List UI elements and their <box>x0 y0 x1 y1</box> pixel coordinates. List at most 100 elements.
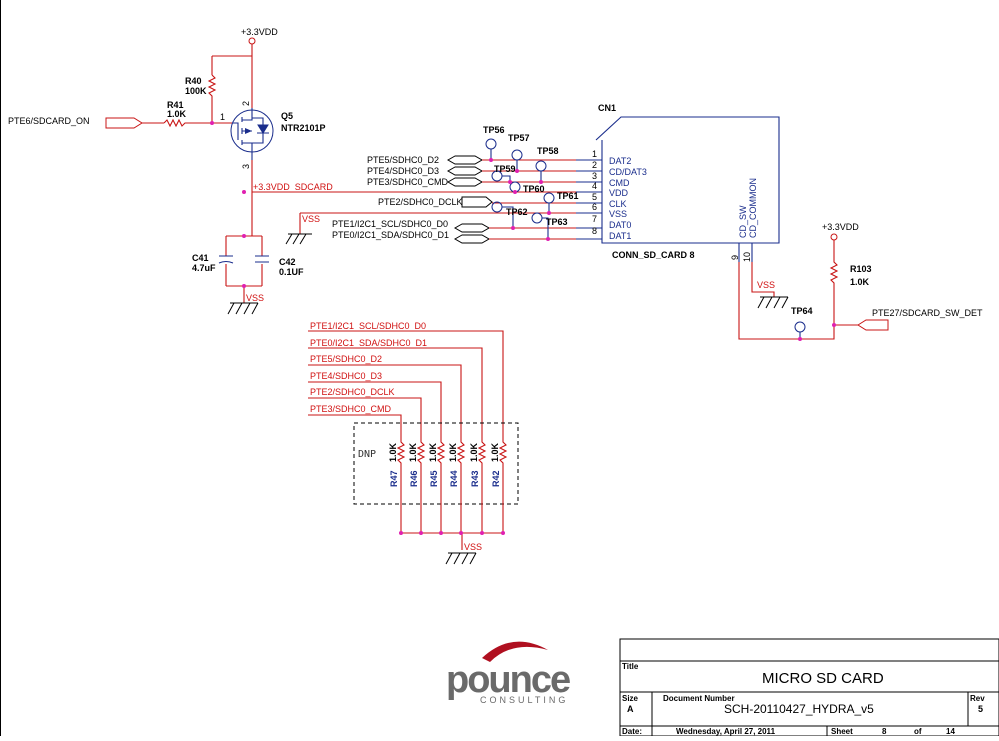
svg-text:R44: R44 <box>449 470 459 487</box>
svg-text:1.0K: 1.0K <box>428 442 438 462</box>
tp64-label: TP64 <box>791 306 813 316</box>
pte6-port <box>105 117 143 129</box>
svg-text:1.0K: 1.0K <box>408 442 418 462</box>
title-value: MICRO SD CARD <box>762 670 884 687</box>
connector-cn1: CN1 CONN_SD_CARD 8 1 2 3 4 5 6 7 8 DAT2 … <box>576 103 780 262</box>
size-value: A <box>627 704 634 714</box>
cn1-ref: CN1 <box>598 103 616 113</box>
ground-symbol <box>285 233 312 245</box>
svg-text:1: 1 <box>592 149 597 159</box>
date-label: Date: <box>622 727 642 736</box>
cn1-pin-numbers: 1 2 3 4 5 6 7 8 <box>592 149 597 236</box>
svg-text:CLK: CLK <box>609 199 627 209</box>
q5-value: NTR2101P <box>281 123 326 133</box>
vdd-top-label: +3.3VDD <box>241 27 278 37</box>
r40-ref: R40 <box>185 76 202 86</box>
svg-text:R43: R43 <box>470 470 480 487</box>
vdd-right-label: +3.3VDD <box>822 222 859 232</box>
dclk-port <box>461 196 493 208</box>
svg-text:8: 8 <box>592 226 597 236</box>
svg-text:1.0K: 1.0K <box>448 442 458 462</box>
vss-cd-label: VSS <box>757 280 775 290</box>
logo-sub: CONSULTING <box>480 695 568 705</box>
bus-label-d3: PTE4/SDHC0_D3 <box>310 371 382 381</box>
pte6-label: PTE6/SDCARD_ON <box>8 116 90 126</box>
size-label: Size <box>622 694 639 703</box>
pullup-bank: PTE1/I2C1_SCL/SDHC0_D0 PTE0/I2C1_SDA/SDH… <box>308 321 519 565</box>
pounce-logo: pounce CONSULTING <box>446 641 572 705</box>
docnum-value: SCH-20110427_HYDRA_v5 <box>724 702 874 716</box>
pullup-values: 1.0K 1.0K 1.0K 1.0K 1.0K 1.0K <box>388 442 500 462</box>
cn1-pin9: 9 <box>730 255 740 260</box>
left-net-d1: PTE0/I2C1_SDA/SDHC0_D1 <box>332 230 449 240</box>
tp57-label: TP57 <box>508 133 530 143</box>
tp58-label: TP58 <box>537 146 559 156</box>
cn1-side-stubs <box>738 243 753 262</box>
tp64-circle <box>794 321 806 333</box>
logo-swoosh <box>482 641 548 662</box>
cn1-body <box>595 116 780 244</box>
r103-value: 1.0K <box>850 277 870 287</box>
net-port <box>446 155 484 165</box>
junction <box>798 337 802 341</box>
tp63-label: TP63 <box>546 217 568 227</box>
q5-pin3: 3 <box>241 164 251 169</box>
q5-symbol <box>232 108 253 160</box>
tp59-label: TP59 <box>494 164 516 174</box>
svg-text:1.0K: 1.0K <box>490 442 500 462</box>
cap-plates <box>218 255 269 264</box>
q5-pin1: 1 <box>220 112 225 122</box>
junction <box>210 121 214 125</box>
ground-symbol <box>445 552 477 565</box>
q5-arrow <box>245 128 252 134</box>
signal-nets: PTE5/SDHC0_D2 PTE4/SDHC0_D3 PTE3/SDHC0_C… <box>285 125 596 245</box>
r41-value: 1.0K <box>167 109 187 119</box>
dnp-box <box>353 422 519 505</box>
power-switch-section: +3.3VDD R40 100K PTE6/SDCARD_ON R41 1.0K… <box>8 27 596 315</box>
of-label: of <box>914 727 922 736</box>
vdd-right-symbol <box>830 233 838 241</box>
svg-text:CMD: CMD <box>609 178 630 188</box>
q5-diode-wire <box>252 117 264 144</box>
bus-label-d1: PTE0/I2C1_SDA/SDHC0_D1 <box>310 338 427 348</box>
vdd-sdcard-label: +3.3VDD_SDCARD <box>253 182 333 192</box>
left-net-d3: PTE4/SDHC0_D3 <box>367 166 439 176</box>
ground-symbol <box>757 296 789 309</box>
svg-text:R45: R45 <box>429 470 439 487</box>
title-block-frame <box>619 638 999 737</box>
svg-text:R47: R47 <box>389 470 399 487</box>
c42-value: 0.1UF <box>279 267 304 277</box>
cn1-pin-names: DAT2 CD/DAT3 CMD VDD CLK VSS DAT0 DAT1 <box>609 156 647 241</box>
q5-ref: Q5 <box>281 111 293 121</box>
svg-text:4: 4 <box>592 181 597 191</box>
logo-word: pounce <box>446 659 570 701</box>
svg-text:VDD: VDD <box>609 188 629 198</box>
bus-label-cmd: PTE3/SDHC0_CMD <box>310 404 392 414</box>
left-net-d2: PTE5/SDHC0_D2 <box>367 155 439 165</box>
junction <box>242 190 246 194</box>
date-value: Wednesday, April 27, 2011 <box>676 727 776 736</box>
vdd-sdcard-wire <box>251 160 596 236</box>
tp60-label: TP60 <box>523 184 545 194</box>
sw-det-port <box>857 319 889 331</box>
svg-text:DAT1: DAT1 <box>609 231 631 241</box>
svg-text:7: 7 <box>592 214 597 224</box>
total-value: 14 <box>946 727 955 736</box>
vss-bank-label: VSS <box>464 542 482 552</box>
junction <box>832 323 836 327</box>
svg-text:R46: R46 <box>409 470 419 487</box>
svg-text:CD/DAT3: CD/DAT3 <box>609 167 647 177</box>
r41-resistor <box>163 118 232 128</box>
vdd-top-symbol <box>248 37 256 45</box>
q5-pin2: 2 <box>241 101 251 106</box>
cd-sw-label: CD_SW <box>738 205 748 238</box>
q5-diode <box>257 124 269 134</box>
r40-resistor <box>207 74 217 123</box>
bus-label-dclk: PTE2/SDHC0_DCLK <box>310 387 395 397</box>
svg-text:R42: R42 <box>491 470 501 487</box>
vss-net-label: VSS <box>302 214 320 224</box>
tp62-label: TP62 <box>506 207 528 217</box>
svg-text:6: 6 <box>592 202 597 212</box>
rev-value: 5 <box>978 704 983 714</box>
left-net-d0: PTE1/I2C1_SCL/SDHC0_D0 <box>332 219 448 229</box>
